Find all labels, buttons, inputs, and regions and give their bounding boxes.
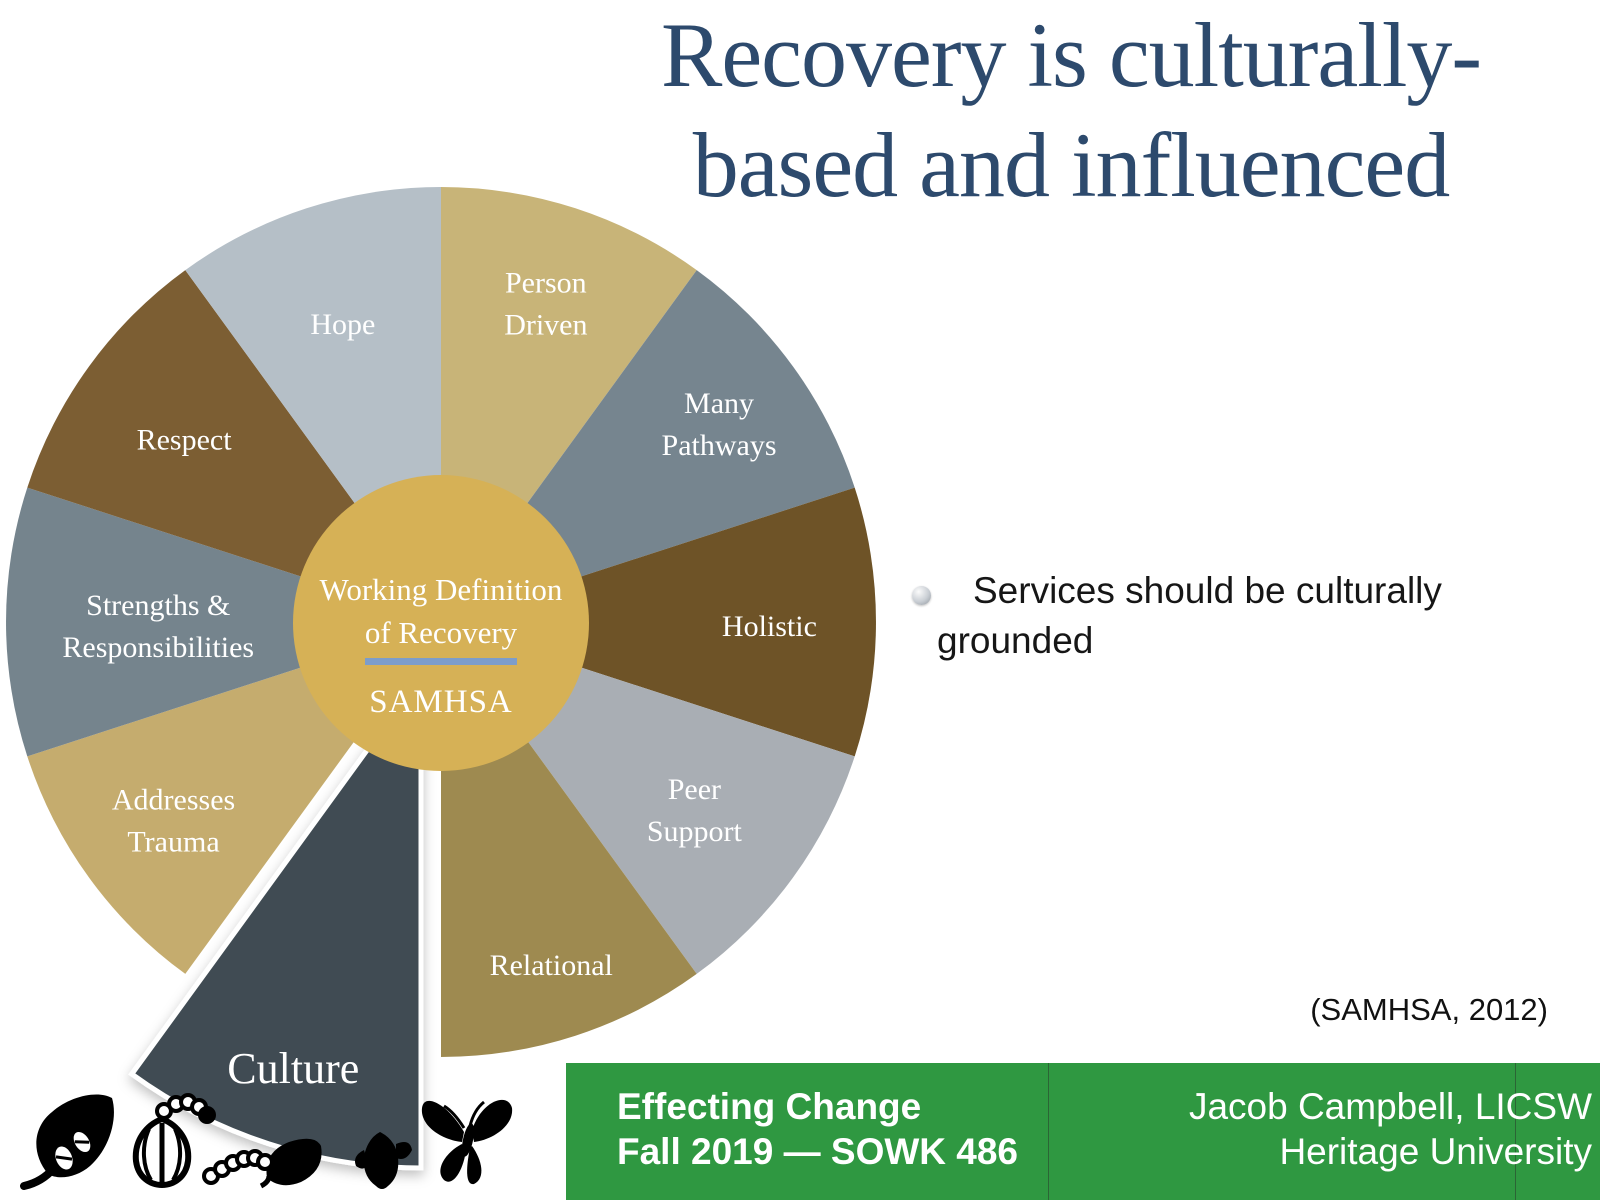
footer-institution: Heritage University: [1279, 1131, 1592, 1172]
footer-presenter: Jacob Campbell, LICSW: [1188, 1086, 1592, 1127]
footer-course-title: Effecting Change: [617, 1086, 922, 1127]
footer-course-block: Effecting Change Fall 2019 — SOWK 486: [617, 1084, 1018, 1174]
footer-divider: [1515, 1063, 1516, 1200]
leaf-with-seeds-icon: [20, 1094, 114, 1190]
wheel-segment-label: Strengths &Responsibilities: [62, 589, 254, 664]
wheel-segment-label: Culture: [227, 1044, 359, 1093]
wheel-center-divider: [365, 658, 517, 665]
caterpillar-icon: [202, 1138, 322, 1189]
butterfly-icon: [421, 1099, 513, 1185]
footer-divider: [1048, 1063, 1049, 1200]
wheel-center-org: SAMHSA: [369, 684, 513, 720]
seed-pod-hatching-icon: [132, 1093, 216, 1189]
wheel-segment-holistic: [441, 487, 876, 757]
wheel-segment-strengths-responsibilities: [6, 487, 442, 757]
wheel-segment-label: Holistic: [722, 610, 817, 643]
chrysalis-icon: [355, 1132, 412, 1189]
footer-course-term: Fall 2019 — SOWK 486: [617, 1131, 1019, 1172]
wheel-center-circle: [293, 475, 589, 771]
slide-title-line2: based and influenced: [692, 114, 1451, 216]
footer-bar: Effecting Change Fall 2019 — SOWK 486 Ja…: [566, 1063, 1600, 1200]
footer-presenter-block: Jacob Campbell, LICSW Heritage Universit…: [1189, 1084, 1592, 1174]
slide-title-line1: Recovery is culturally-: [660, 4, 1482, 106]
wheel-segment-label: Hope: [310, 308, 375, 341]
wheel-segment-label: Respect: [137, 423, 233, 456]
wheel-segment-label: Relational: [490, 949, 613, 982]
slide-title: Recovery is culturally- based and influe…: [540, 0, 1600, 220]
citation: (SAMHSA, 2012): [1310, 992, 1548, 1027]
bullet-line1: Services should be culturally: [973, 570, 1442, 611]
bullet-sphere-icon: [912, 586, 931, 605]
bullet-line2: grounded: [937, 620, 1094, 661]
bullet-text: Services should be culturally grounded: [937, 566, 1547, 666]
